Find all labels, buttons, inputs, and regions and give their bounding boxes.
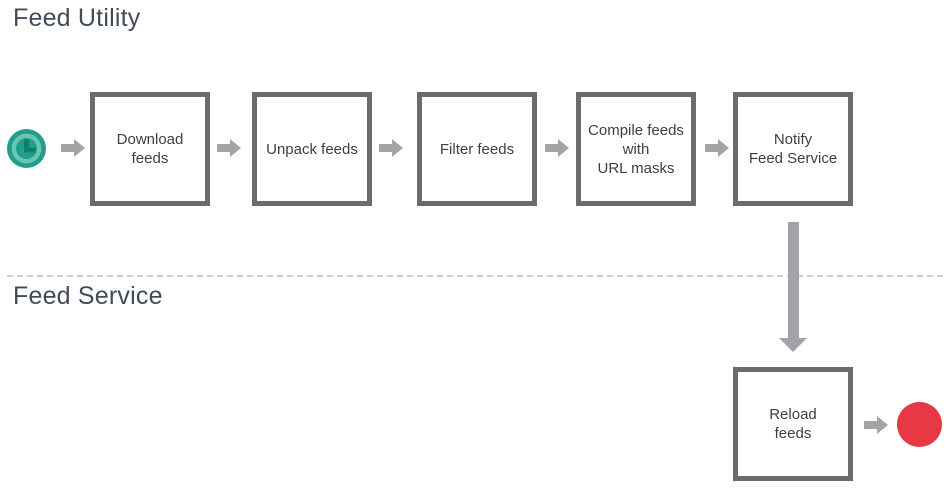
arrow-shaft	[788, 222, 799, 339]
arrow-shaft	[864, 421, 878, 429]
arrow-head	[558, 139, 569, 157]
process-step-reload-feeds: Reload feeds	[733, 367, 853, 481]
step-label: Unpack feeds	[266, 140, 358, 158]
step-label: Notify Feed Service	[748, 131, 838, 167]
flow-arrow-unpack-to-filter	[379, 139, 403, 157]
arrow-head	[392, 139, 403, 157]
arrow-shaft	[217, 144, 231, 152]
stop-circle-icon	[897, 402, 942, 447]
step-label: Download feeds	[116, 131, 184, 167]
lane-title-feed-utility: Feed Utility	[13, 4, 141, 32]
arrow-shaft	[61, 144, 75, 152]
flow-arrow-filter-to-compile	[545, 139, 569, 157]
arrow-head	[877, 416, 888, 434]
process-step-download-feeds: Download feeds	[90, 92, 210, 206]
process-step-compile-feeds: Compile feeds with URL masks	[576, 92, 696, 206]
step-label: Reload feeds	[769, 406, 817, 442]
process-step-filter-feeds: Filter feeds	[417, 92, 537, 206]
flow-arrow-compile-to-notify	[705, 139, 729, 157]
step-label: Compile feeds with URL masks	[588, 121, 684, 177]
flow-arrow-notify-to-reload	[779, 222, 807, 353]
process-step-unpack-feeds: Unpack feeds	[252, 92, 372, 206]
arrow-shaft	[545, 144, 559, 152]
lane-title-feed-service: Feed Service	[13, 282, 163, 310]
arrow-head	[74, 139, 85, 157]
arrow-head	[779, 338, 807, 352]
process-step-notify-feed-service: Notify Feed Service	[733, 92, 853, 206]
step-label: Filter feeds	[439, 140, 515, 158]
flow-arrow-start-to-download	[61, 139, 85, 157]
arrow-shaft	[379, 144, 393, 152]
arrow-head	[718, 139, 729, 157]
arrow-shaft	[705, 144, 719, 152]
clock-icon	[7, 129, 46, 168]
flow-arrow-download-to-unpack	[217, 139, 241, 157]
flow-arrow-reload-to-end	[864, 416, 888, 434]
arrow-head	[230, 139, 241, 157]
lane-divider	[7, 275, 943, 277]
